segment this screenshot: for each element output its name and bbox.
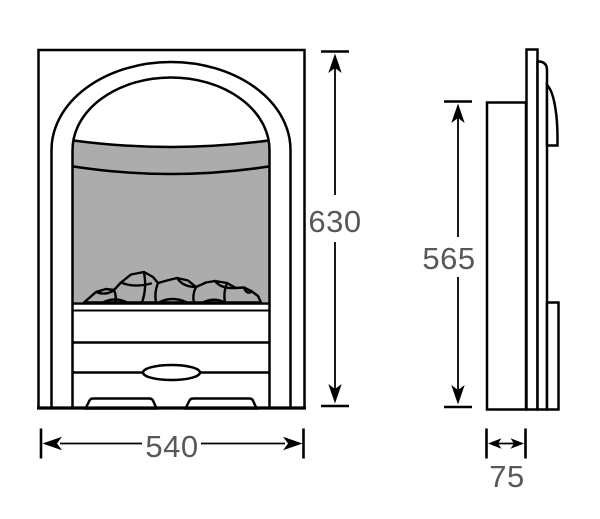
front-arch-inner-line bbox=[71, 76, 271, 407]
coal-facet-lines bbox=[94, 271, 254, 304]
side-firebox-body bbox=[485, 101, 528, 411]
side-spacer-block bbox=[545, 301, 560, 411]
dim-630-down-arrow bbox=[328, 384, 342, 404]
coal-silhouette bbox=[82, 270, 263, 304]
front-glass-top-curve bbox=[73, 139, 269, 149]
dim-75-label: 75 bbox=[489, 459, 524, 494]
side-elevation-view bbox=[485, 48, 560, 411]
dimension-front-width: 540 bbox=[39, 428, 305, 464]
dim-630-label: 630 bbox=[308, 204, 361, 239]
front-arch-outer-line bbox=[50, 60, 292, 407]
control-knob bbox=[141, 363, 202, 382]
dimension-side-depth: 75 bbox=[485, 428, 527, 494]
dim-565-down-arrow bbox=[451, 385, 465, 405]
dimension-front-height: 630 bbox=[308, 50, 361, 408]
right-foot bbox=[183, 397, 259, 410]
front-glass-panel bbox=[73, 140, 269, 302]
left-foot bbox=[83, 397, 159, 410]
dimension-side-height: 565 bbox=[422, 100, 475, 409]
side-canopy-profile bbox=[545, 82, 559, 147]
coal-bed bbox=[82, 270, 263, 304]
dim-540-left-arrow bbox=[42, 436, 62, 451]
dim-540-label: 540 bbox=[145, 429, 198, 464]
dim-75-right-arrow bbox=[510, 438, 524, 449]
front-elevation-view bbox=[37, 48, 306, 410]
side-fascia-edge bbox=[525, 48, 539, 411]
dim-75-left-arrow bbox=[488, 438, 502, 449]
front-glass-rim-curve bbox=[73, 165, 269, 176]
dim-540-right-arrow bbox=[283, 436, 303, 451]
side-backplate-edge bbox=[536, 60, 549, 411]
dim-565-label: 565 bbox=[422, 241, 475, 276]
